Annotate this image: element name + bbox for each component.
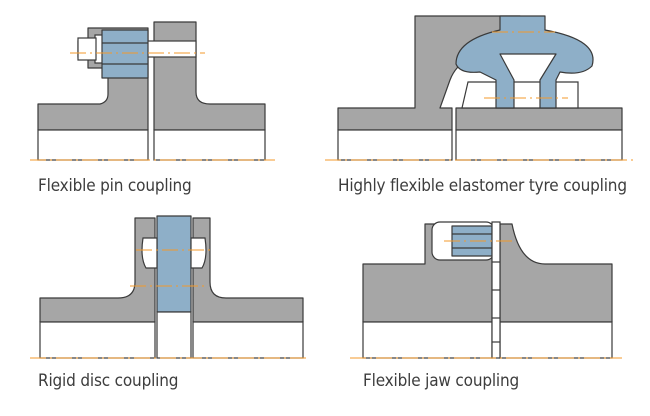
right-hub [192,217,304,323]
bolt-head-left [141,237,158,269]
pin-bolt-head [77,37,97,61]
right-hub-bore [499,321,613,359]
right-hub [499,223,613,323]
rigid-disc-coupling-caption: Rigid disc coupling [38,371,179,391]
left-hub [39,217,156,323]
flexible-jaw-coupling [350,221,622,359]
flexible-pin-coupling [30,21,275,161]
elastomer-sleeve [101,29,149,79]
left-hub-bore [37,129,149,161]
elastomer-tyre [455,15,594,109]
center-disc [156,215,192,313]
right-hub [455,107,623,131]
right-hub-bore [455,129,623,161]
right-hub [153,21,266,131]
disc-bore [156,311,192,359]
right-flange [461,81,579,109]
left-hub-bore [362,321,493,359]
elastomer-tyre-coupling-caption: Highly flexible elastomer tyre coupling [338,176,627,196]
right-hub-bore [192,321,304,359]
flexible-jaw-coupling-caption: Flexible jaw coupling [363,371,520,391]
rigid-disc-coupling [30,215,310,359]
left-hub-bore [39,321,156,359]
flexible-pin-coupling-caption: Flexible pin coupling [38,176,192,196]
left-hub-bore [337,129,453,161]
right-hub-bore [153,129,266,161]
elastomer-tyre-coupling [325,15,636,161]
bolt-head-right [190,237,207,269]
